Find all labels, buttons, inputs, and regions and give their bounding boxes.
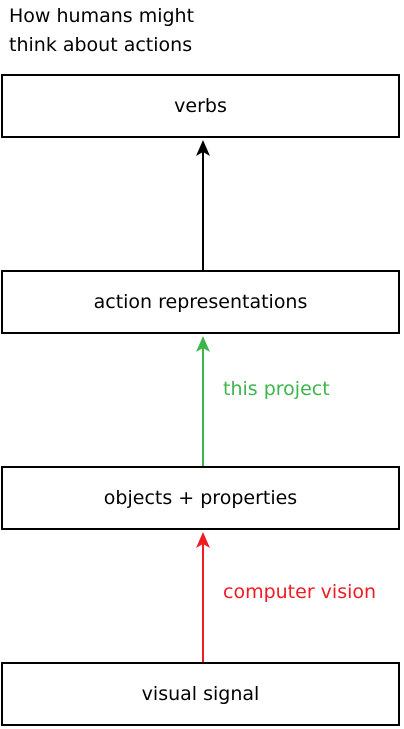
this-project-arrow: [196, 336, 210, 466]
verbs-arrow: [196, 140, 210, 270]
visual-signal-label: visual signal: [141, 683, 260, 705]
this-project-label: this project: [223, 378, 330, 400]
verbs-label: verbs: [174, 95, 227, 117]
action-representations-box: action representations: [1, 270, 400, 334]
computer-vision-arrow: [196, 532, 210, 662]
objects-properties-box: objects + properties: [1, 466, 400, 530]
verbs-box: verbs: [1, 74, 400, 138]
computer-vision-label: computer vision: [223, 581, 377, 603]
diagram-title: How humans might think about actions: [9, 5, 195, 56]
action-representations-label: action representations: [93, 291, 308, 313]
visual-signal-box: visual signal: [1, 662, 400, 726]
objects-properties-label: objects + properties: [103, 487, 298, 509]
